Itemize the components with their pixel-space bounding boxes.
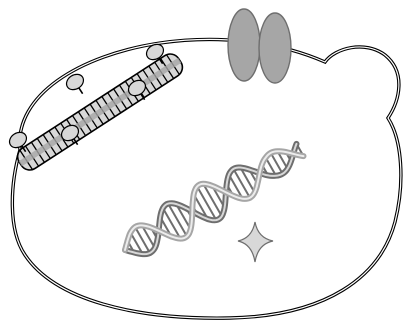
microtubule bbox=[14, 50, 186, 174]
dna-base-pair bbox=[233, 169, 250, 198]
dna-double-helix bbox=[125, 144, 304, 254]
dna-base-pair bbox=[135, 227, 150, 253]
ribosome-pair bbox=[228, 9, 291, 83]
microtubule-proteins bbox=[7, 41, 171, 156]
sparkle-icon bbox=[238, 222, 273, 262]
